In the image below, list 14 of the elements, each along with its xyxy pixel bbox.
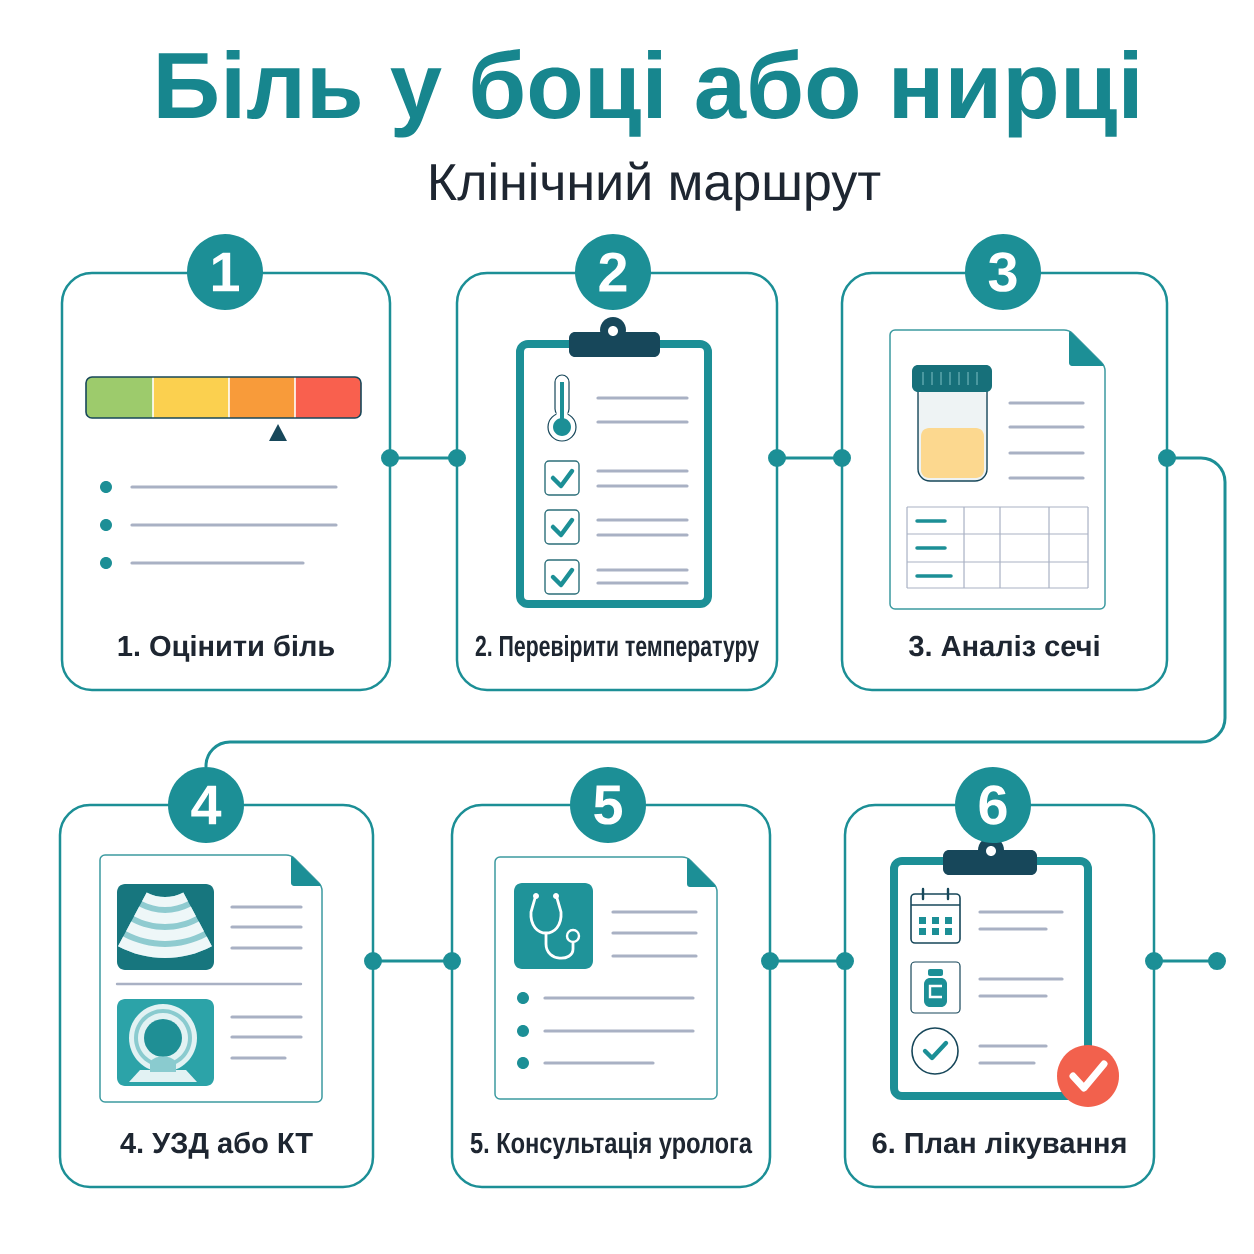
number-badge: 1 xyxy=(187,234,263,310)
subtitle: Клінічний маршрут xyxy=(431,161,881,211)
connector xyxy=(1145,952,1226,970)
connector xyxy=(761,952,854,970)
number-badge: 3 xyxy=(965,234,1041,310)
number-badge: 2 xyxy=(575,234,651,310)
connector xyxy=(204,449,1227,768)
connector xyxy=(381,449,466,467)
title: Біль у боці або нирці xyxy=(158,49,1137,138)
connector xyxy=(364,952,461,970)
connector xyxy=(768,449,851,467)
number-badge: 6 xyxy=(955,767,1031,843)
number-badge: 4 xyxy=(168,767,244,843)
number-badge: 5 xyxy=(570,767,646,843)
